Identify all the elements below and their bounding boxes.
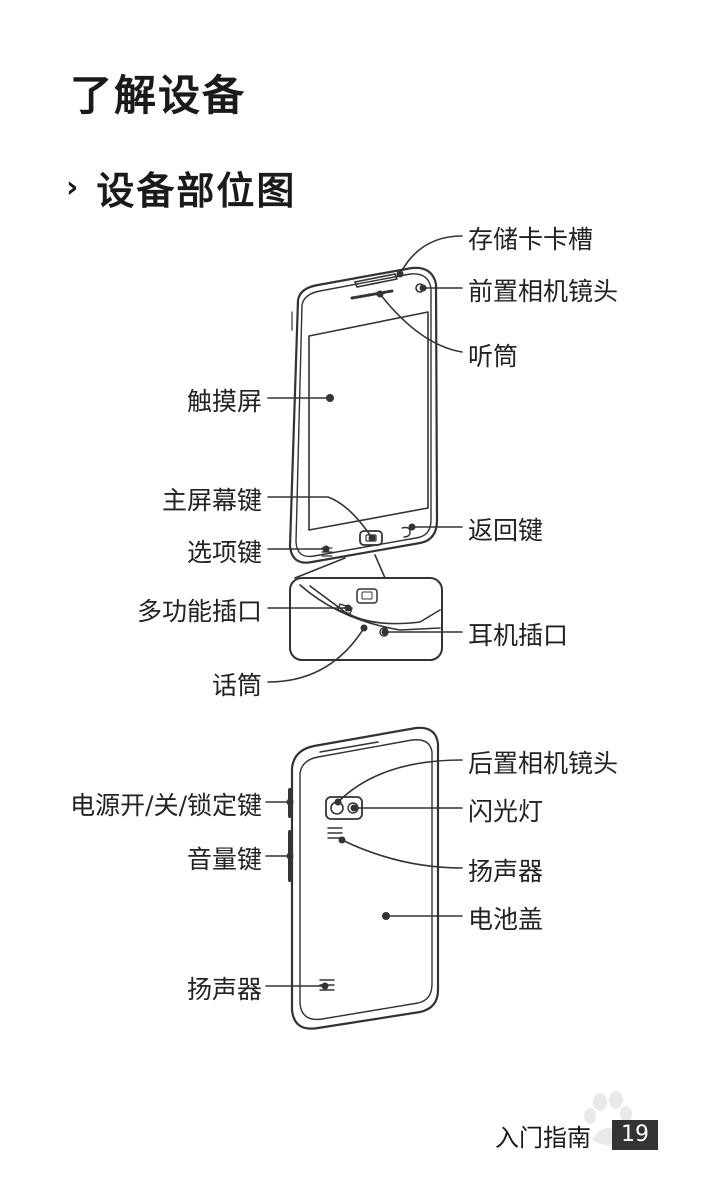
speaker-top-shape — [327, 827, 343, 839]
label-flash: 闪光灯 — [468, 797, 544, 826]
label-back-key: 返回键 — [468, 516, 544, 545]
screen-shape — [308, 311, 429, 531]
label-speaker-bottom: 扬声器 — [186, 975, 262, 1004]
label-touchscreen: 触摸屏 — [186, 387, 262, 416]
label-home-key: 主屏幕键 — [161, 486, 262, 515]
label-menu-key: 选项键 — [186, 538, 262, 567]
section-title: 设备部位图 — [96, 169, 297, 213]
label-speaker-top: 扬声器 — [468, 857, 544, 886]
back-key-shape — [401, 526, 411, 538]
label-headset-jack: 耳机插口 — [468, 621, 569, 650]
sd-slot-shape — [354, 273, 398, 288]
label-earpiece: 听筒 — [468, 342, 519, 371]
label-rear-camera: 后置相机镜头 — [468, 749, 619, 778]
section-marker-icon: › — [66, 170, 79, 205]
page-number: 19 — [612, 1120, 658, 1150]
label-mic: 话筒 — [211, 671, 262, 700]
section-heading: › 设备部位图 — [66, 160, 296, 215]
label-battery-cover: 电池盖 — [468, 905, 544, 934]
earpiece-shape — [350, 289, 394, 300]
page-title: 了解设备 — [70, 71, 247, 120]
label-power-key: 电源开/关/锁定键 — [70, 791, 262, 820]
back-phone-body — [290, 726, 440, 1030]
label-volume-key: 音量键 — [186, 845, 262, 874]
home-key-shape — [359, 530, 383, 546]
label-sd-slot: 存储卡卡槽 — [468, 225, 594, 254]
footer-text: 入门指南 — [495, 1124, 591, 1152]
front-phone-body — [288, 266, 439, 564]
label-multi-jack: 多功能插口 — [136, 597, 262, 626]
bottom-detail-box — [289, 577, 443, 661]
label-front-camera: 前置相机镜头 — [468, 277, 619, 306]
